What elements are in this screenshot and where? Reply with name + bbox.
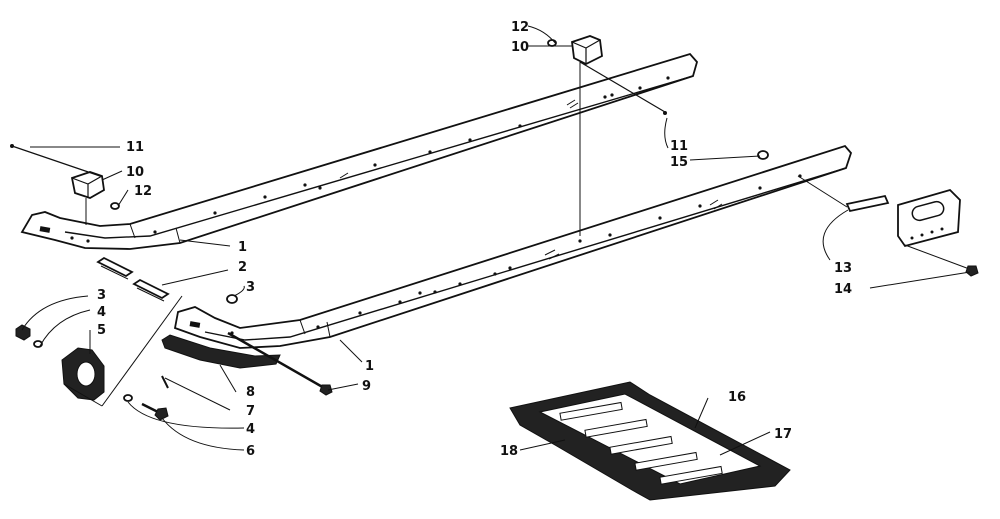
- callout-10-left: 10: [126, 165, 144, 180]
- callout-7: 7: [246, 404, 255, 419]
- track-16: [509, 381, 791, 501]
- callout-5: 5: [97, 323, 106, 338]
- callout-4-bottom: 4: [246, 422, 255, 437]
- callout-13: 13: [834, 261, 852, 276]
- leader-lines: [21, 25, 971, 456]
- callout-6: 6: [246, 444, 255, 459]
- callout-1-front: 1: [365, 359, 374, 374]
- spacer-2: [96, 256, 170, 302]
- rail-front-holes: [230, 174, 802, 335]
- housing-5: [61, 347, 105, 401]
- rail-back-holes: [70, 76, 670, 243]
- rail-back: [20, 52, 698, 250]
- bolt-6: [141, 402, 169, 421]
- callout-17: 17: [774, 427, 792, 442]
- callout-16: 16: [728, 390, 746, 405]
- callout-14: 14: [834, 282, 852, 297]
- callout-11-left: 11: [126, 140, 144, 155]
- callout-2: 2: [238, 260, 247, 275]
- callout-18: 18: [500, 444, 518, 459]
- callout-1-back: 1: [238, 240, 247, 255]
- callout-11-top: 11: [670, 139, 688, 154]
- rail-front: [173, 144, 853, 349]
- callout-3-right: 3: [246, 280, 255, 295]
- bolt-9: [227, 331, 333, 396]
- callout-4-top: 4: [97, 305, 106, 320]
- callout-8: 8: [246, 385, 255, 400]
- callout-12-left: 12: [134, 184, 152, 199]
- wear-strip-8: [161, 334, 281, 369]
- plate-13: [897, 188, 961, 248]
- callout-labels: 12 10 11 15 11 10 12 1 2 3 3 4 5 1 9 8 7…: [97, 20, 852, 459]
- callout-12-top: 12: [511, 20, 529, 35]
- callout-3-left: 3: [97, 288, 106, 303]
- callout-15: 15: [670, 155, 688, 170]
- callout-10-top: 10: [511, 40, 529, 55]
- callout-9: 9: [362, 379, 371, 394]
- block-10-top: [571, 35, 603, 66]
